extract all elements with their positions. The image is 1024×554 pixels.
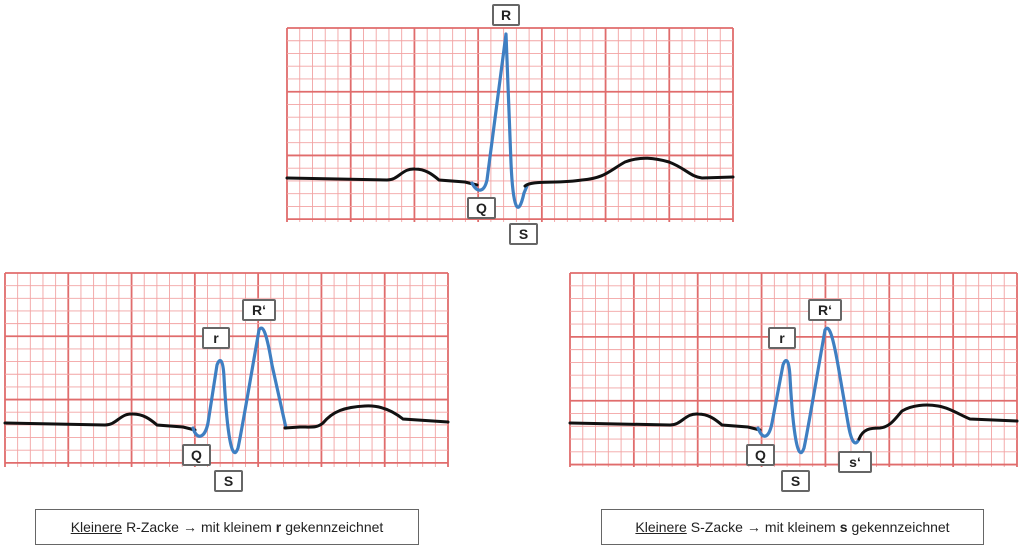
ecg-baseline-top <box>285 167 479 187</box>
caption-right-bold: s <box>839 519 848 535</box>
grid-left <box>4 272 449 467</box>
caption-left-underlined: Kleinere <box>70 519 123 535</box>
caption-right-part3: gekennzeichnet <box>851 519 950 535</box>
arrow-icon: → <box>746 519 761 535</box>
label-r-right: r <box>768 327 796 349</box>
label-R2-left: R‘ <box>242 299 276 321</box>
ecg-qrs-right <box>756 326 861 455</box>
caption-left: Kleinere R-Zacke → mit kleinem r gekennz… <box>35 509 419 545</box>
label-R-top: R <box>492 4 520 26</box>
ecg-tail-left <box>283 404 450 430</box>
label-R2-right: R‘ <box>808 299 842 321</box>
grid-right <box>569 272 1018 467</box>
grid-background <box>5 273 448 467</box>
label-s2-right: s‘ <box>838 451 872 473</box>
label-S-right: S <box>781 470 810 492</box>
grid-background <box>570 273 1017 467</box>
ecg-panel-right <box>568 272 1019 467</box>
ecg-qrs-top <box>470 32 529 209</box>
ecg-baseline-right <box>568 412 762 432</box>
caption-left-bold: r <box>275 519 282 535</box>
ecg-panel-left <box>3 272 450 467</box>
ecg-tail-top <box>523 156 735 188</box>
caption-left-part2: mit kleinem <box>200 519 272 535</box>
ecg-tail-right <box>857 403 1019 441</box>
caption-right-part1: S-Zacke <box>690 519 743 535</box>
grid-top <box>286 27 734 222</box>
label-Q-top: Q <box>467 197 496 219</box>
label-S-top: S <box>509 223 538 245</box>
caption-left-part3: gekennzeichnet <box>285 519 384 535</box>
caption-right-underlined: Kleinere <box>635 519 687 535</box>
label-S-left: S <box>214 470 243 492</box>
label-Q-left: Q <box>182 444 211 466</box>
ecg-qrs-left <box>191 326 288 455</box>
ecg-panel-top <box>285 27 735 222</box>
caption-left-part1: R-Zacke <box>126 519 179 535</box>
label-Q-right: Q <box>746 444 775 466</box>
caption-right: Kleinere S-Zacke → mit kleinem s gekennz… <box>601 509 984 545</box>
ecg-baseline-left <box>3 412 197 432</box>
caption-right-part2: mit kleinem <box>764 519 836 535</box>
label-r-left: r <box>202 327 230 349</box>
arrow-icon: → <box>182 519 197 535</box>
